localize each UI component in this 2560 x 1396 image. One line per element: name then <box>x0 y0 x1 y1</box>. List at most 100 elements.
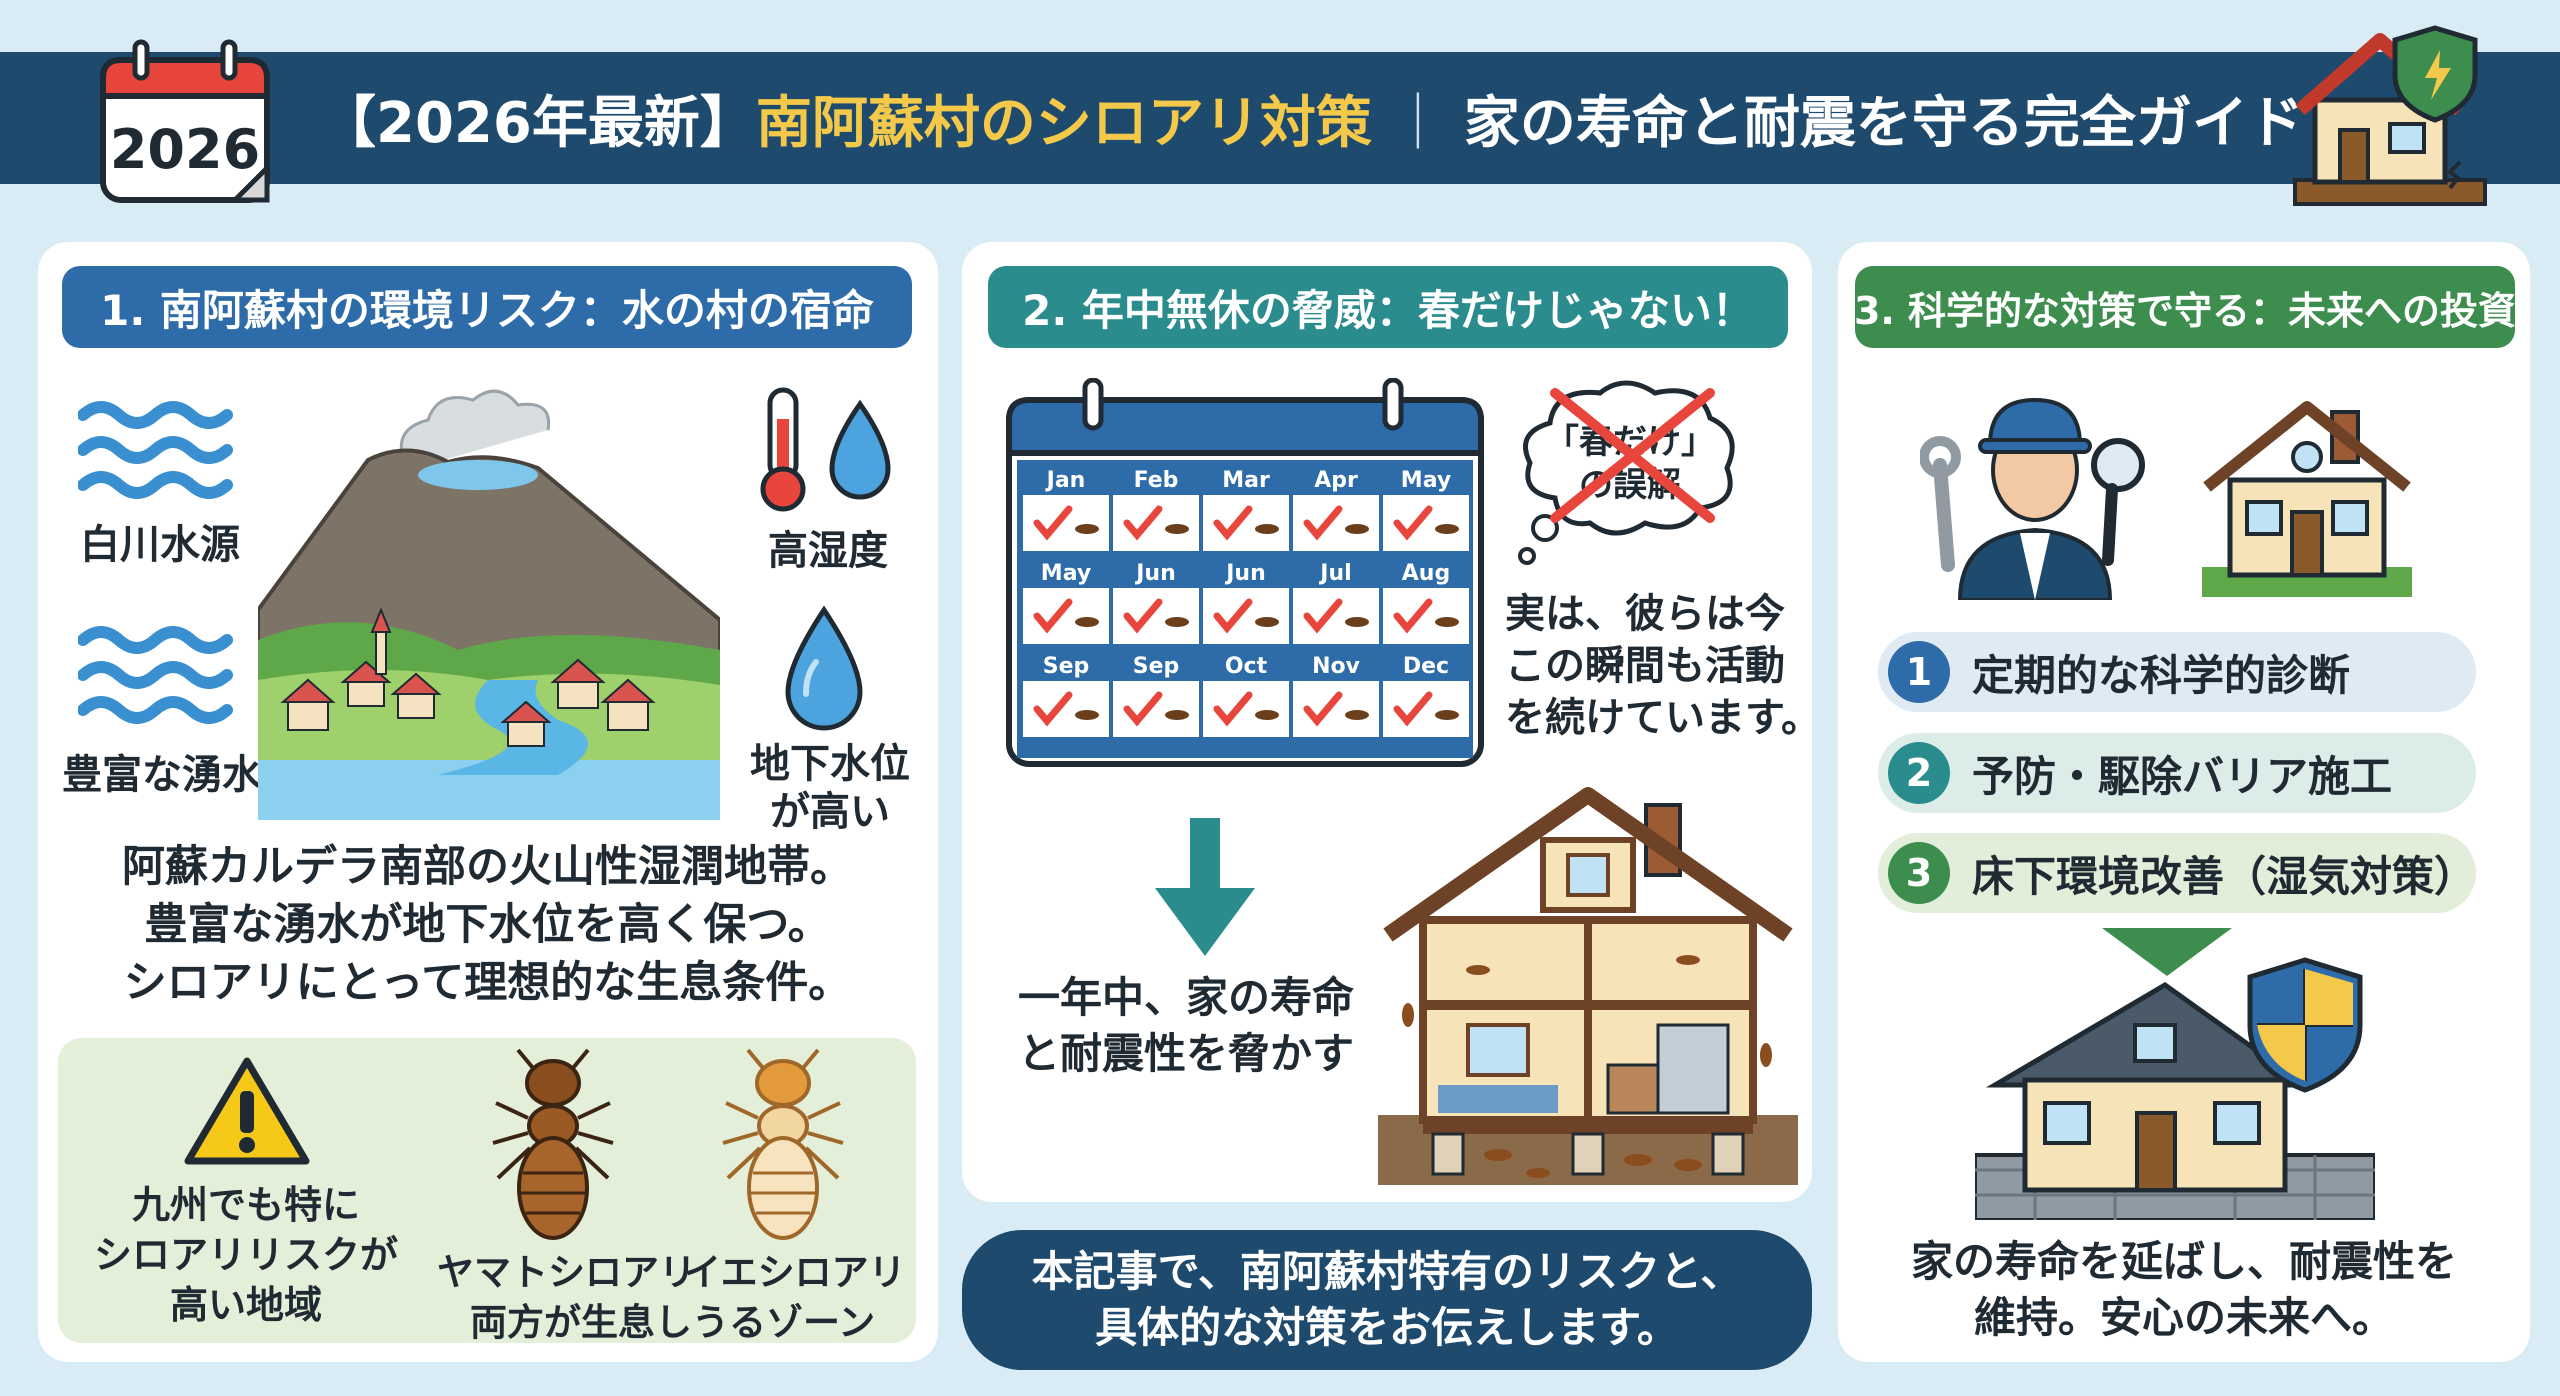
water-waves-icon <box>78 401 233 499</box>
termite-icon <box>1435 710 1459 720</box>
warning-line-3: 高い地域 <box>169 1283 322 1327</box>
label-spring-water: 豊富な湧水 <box>62 752 262 798</box>
section1-description: 阿蘇カルデラ南部の火山性湿潤地帯。 豊富な湧水が地下水位を高く保つ。 シロアリに… <box>60 838 915 1012</box>
myth-thought-bubble: 「春だけ」 の誤解 <box>1518 380 1735 565</box>
desc-line-2: 豊富な湧水が地下水位を高く保つ。 <box>144 900 831 950</box>
calendar-month-label: May <box>1041 561 1091 586</box>
volcano-landscape-image <box>258 380 720 820</box>
step-label: 予防・駆除バリア施工 <box>1972 751 2393 801</box>
calendar-month-label: Feb <box>1134 468 1179 493</box>
warning-text: 九州でも特に シロアリリスクが 高い地域 <box>78 1180 414 1330</box>
down-arrow-icon <box>1155 818 1255 956</box>
calendar-month-label: Jan <box>1045 468 1086 493</box>
termite-icon <box>1345 524 1369 534</box>
check-mark-icon <box>1393 691 1433 727</box>
termite-icon <box>1345 710 1369 720</box>
check-mark-icon <box>1123 691 1163 727</box>
termite-icon <box>1165 710 1189 720</box>
calendar-month-label: Apr <box>1314 468 1358 493</box>
calendar-month-label: Sep <box>1133 654 1180 679</box>
down-triangle-icon <box>2102 928 2232 976</box>
termite-icon <box>1165 524 1189 534</box>
calendar-icon: 2026 <box>100 39 270 203</box>
section1-title: 1. 南阿蘇村の環境リスク：水の村の宿命 <box>62 266 912 348</box>
termite-name-ie: イエシロアリ <box>684 1251 906 1294</box>
house-shield-icon <box>2293 25 2487 206</box>
check-mark-icon <box>1213 691 1253 727</box>
warning-line-2: シロアリリスクが <box>93 1233 398 1277</box>
water-drop-icon <box>785 605 863 731</box>
termite-zone-caption: 両方が生息しうるゾーン <box>470 1301 876 1344</box>
truth-text: 実は、彼らは今 この瞬間も活動 を続けています。 <box>1505 588 1821 744</box>
calendar-month-label: Jul <box>1318 561 1351 586</box>
termite-icon <box>1075 710 1099 720</box>
result-line-2: 維持。安心の未来へ。 <box>1973 1293 2394 1342</box>
check-mark-icon <box>1123 505 1163 541</box>
truth-line-3: を続けています。 <box>1505 695 1821 741</box>
check-mark-icon <box>1393 598 1433 634</box>
step-number-badge: 3 <box>1888 842 1950 904</box>
threat-text: 一年中、家の寿命 と耐震性を脅かす <box>1018 970 1354 1082</box>
termite-icon <box>1435 524 1459 534</box>
truth-line-2: この瞬間も活動 <box>1505 643 1785 689</box>
calendar-month-label: Jun <box>1224 561 1266 586</box>
termite-icon <box>1435 617 1459 627</box>
thermometer-icon <box>760 387 891 512</box>
label-groundwater: 地下水位 が高い <box>750 741 910 835</box>
title-highlight: 南阿蘇村のシロアリ対策 <box>755 90 1372 156</box>
desc-line-3: シロアリにとって理想的な生息条件。 <box>123 958 852 1008</box>
header-banner <box>0 52 2560 184</box>
measure-step: 2 予防・駆除バリア施工 <box>1878 733 2476 813</box>
step-number-badge: 1 <box>1888 641 1950 703</box>
section3-title: 3. 科学的な対策で守る：未来への投資 <box>1854 266 2516 348</box>
termite-icon <box>1345 617 1369 627</box>
label-humidity: 高湿度 <box>768 528 888 574</box>
threat-line-1: 一年中、家の寿命 <box>1018 973 1355 1022</box>
termite-icon <box>1075 617 1099 627</box>
warning-line-1: 九州でも特に <box>131 1183 360 1227</box>
termite-icon <box>1255 710 1279 720</box>
calendar-year: 2026 <box>110 118 260 181</box>
calendar-month-label: Sep <box>1043 654 1090 679</box>
title-suffix: 家の寿命と耐震を守る完全ガイド <box>1463 90 2304 156</box>
step-label: 床下環境改善（湿気対策） <box>1972 851 2477 901</box>
step-number-badge: 2 <box>1888 742 1950 804</box>
calendar-month-label: Nov <box>1312 654 1361 679</box>
calendar-month-label: Oct <box>1225 654 1268 679</box>
measure-step: 1 定期的な科学的診断 <box>1878 632 2476 712</box>
check-mark-icon <box>1033 691 1073 727</box>
check-mark-icon <box>1033 505 1073 541</box>
check-mark-icon <box>1393 505 1433 541</box>
step-label: 定期的な科学的診断 <box>1972 650 2351 700</box>
threat-line-2: と耐震性を脅かす <box>1018 1029 1355 1078</box>
protected-house-image <box>1975 957 2375 1220</box>
check-mark-icon <box>1033 598 1073 634</box>
desc-line-1: 阿蘇カルデラ南部の火山性湿潤地帯。 <box>122 842 853 892</box>
calendar-month-label: Dec <box>1403 654 1449 679</box>
article-intro-banner: 本記事で、南阿蘇村特有のリスクと、 具体的な対策をお伝えします。 <box>962 1230 1812 1370</box>
check-mark-icon <box>1213 598 1253 634</box>
termite-icon <box>1255 617 1279 627</box>
check-mark-icon <box>1213 505 1253 541</box>
termite-name-yamato: ヤマトシロアリ <box>437 1251 696 1294</box>
infested-house-image <box>1378 787 1798 1185</box>
page-title: 【2026年最新】 南阿蘇村のシロアリ対策 ｜ 家の寿命と耐震を守る完全ガイド <box>320 52 2304 184</box>
title-separator: ｜ <box>1389 90 1446 156</box>
termite-icon <box>1165 617 1189 627</box>
termite-icon <box>1075 524 1099 534</box>
check-mark-icon <box>1303 691 1343 727</box>
calendar-month-label: Jun <box>1134 561 1176 586</box>
house-icon <box>2202 401 2412 597</box>
warning-icon <box>184 1057 310 1165</box>
result-text: 家の寿命を延ばし、耐震性を 維持。安心の未来へ。 <box>1850 1234 2518 1346</box>
check-mark-icon <box>1303 598 1343 634</box>
check-mark-icon <box>1123 598 1163 634</box>
truth-line-1: 実は、彼らは今 <box>1505 591 1785 637</box>
intro-line-1: 本記事で、南阿蘇村特有のリスクと、 <box>1031 1247 1743 1296</box>
result-line-1: 家の寿命を延ばし、耐震性を <box>1910 1237 2457 1286</box>
calendar-month-label: May <box>1401 468 1451 493</box>
title-prefix: 【2026年最新】 <box>320 90 756 156</box>
termite-icon <box>1255 524 1279 534</box>
inspector-icon <box>1920 397 2145 600</box>
